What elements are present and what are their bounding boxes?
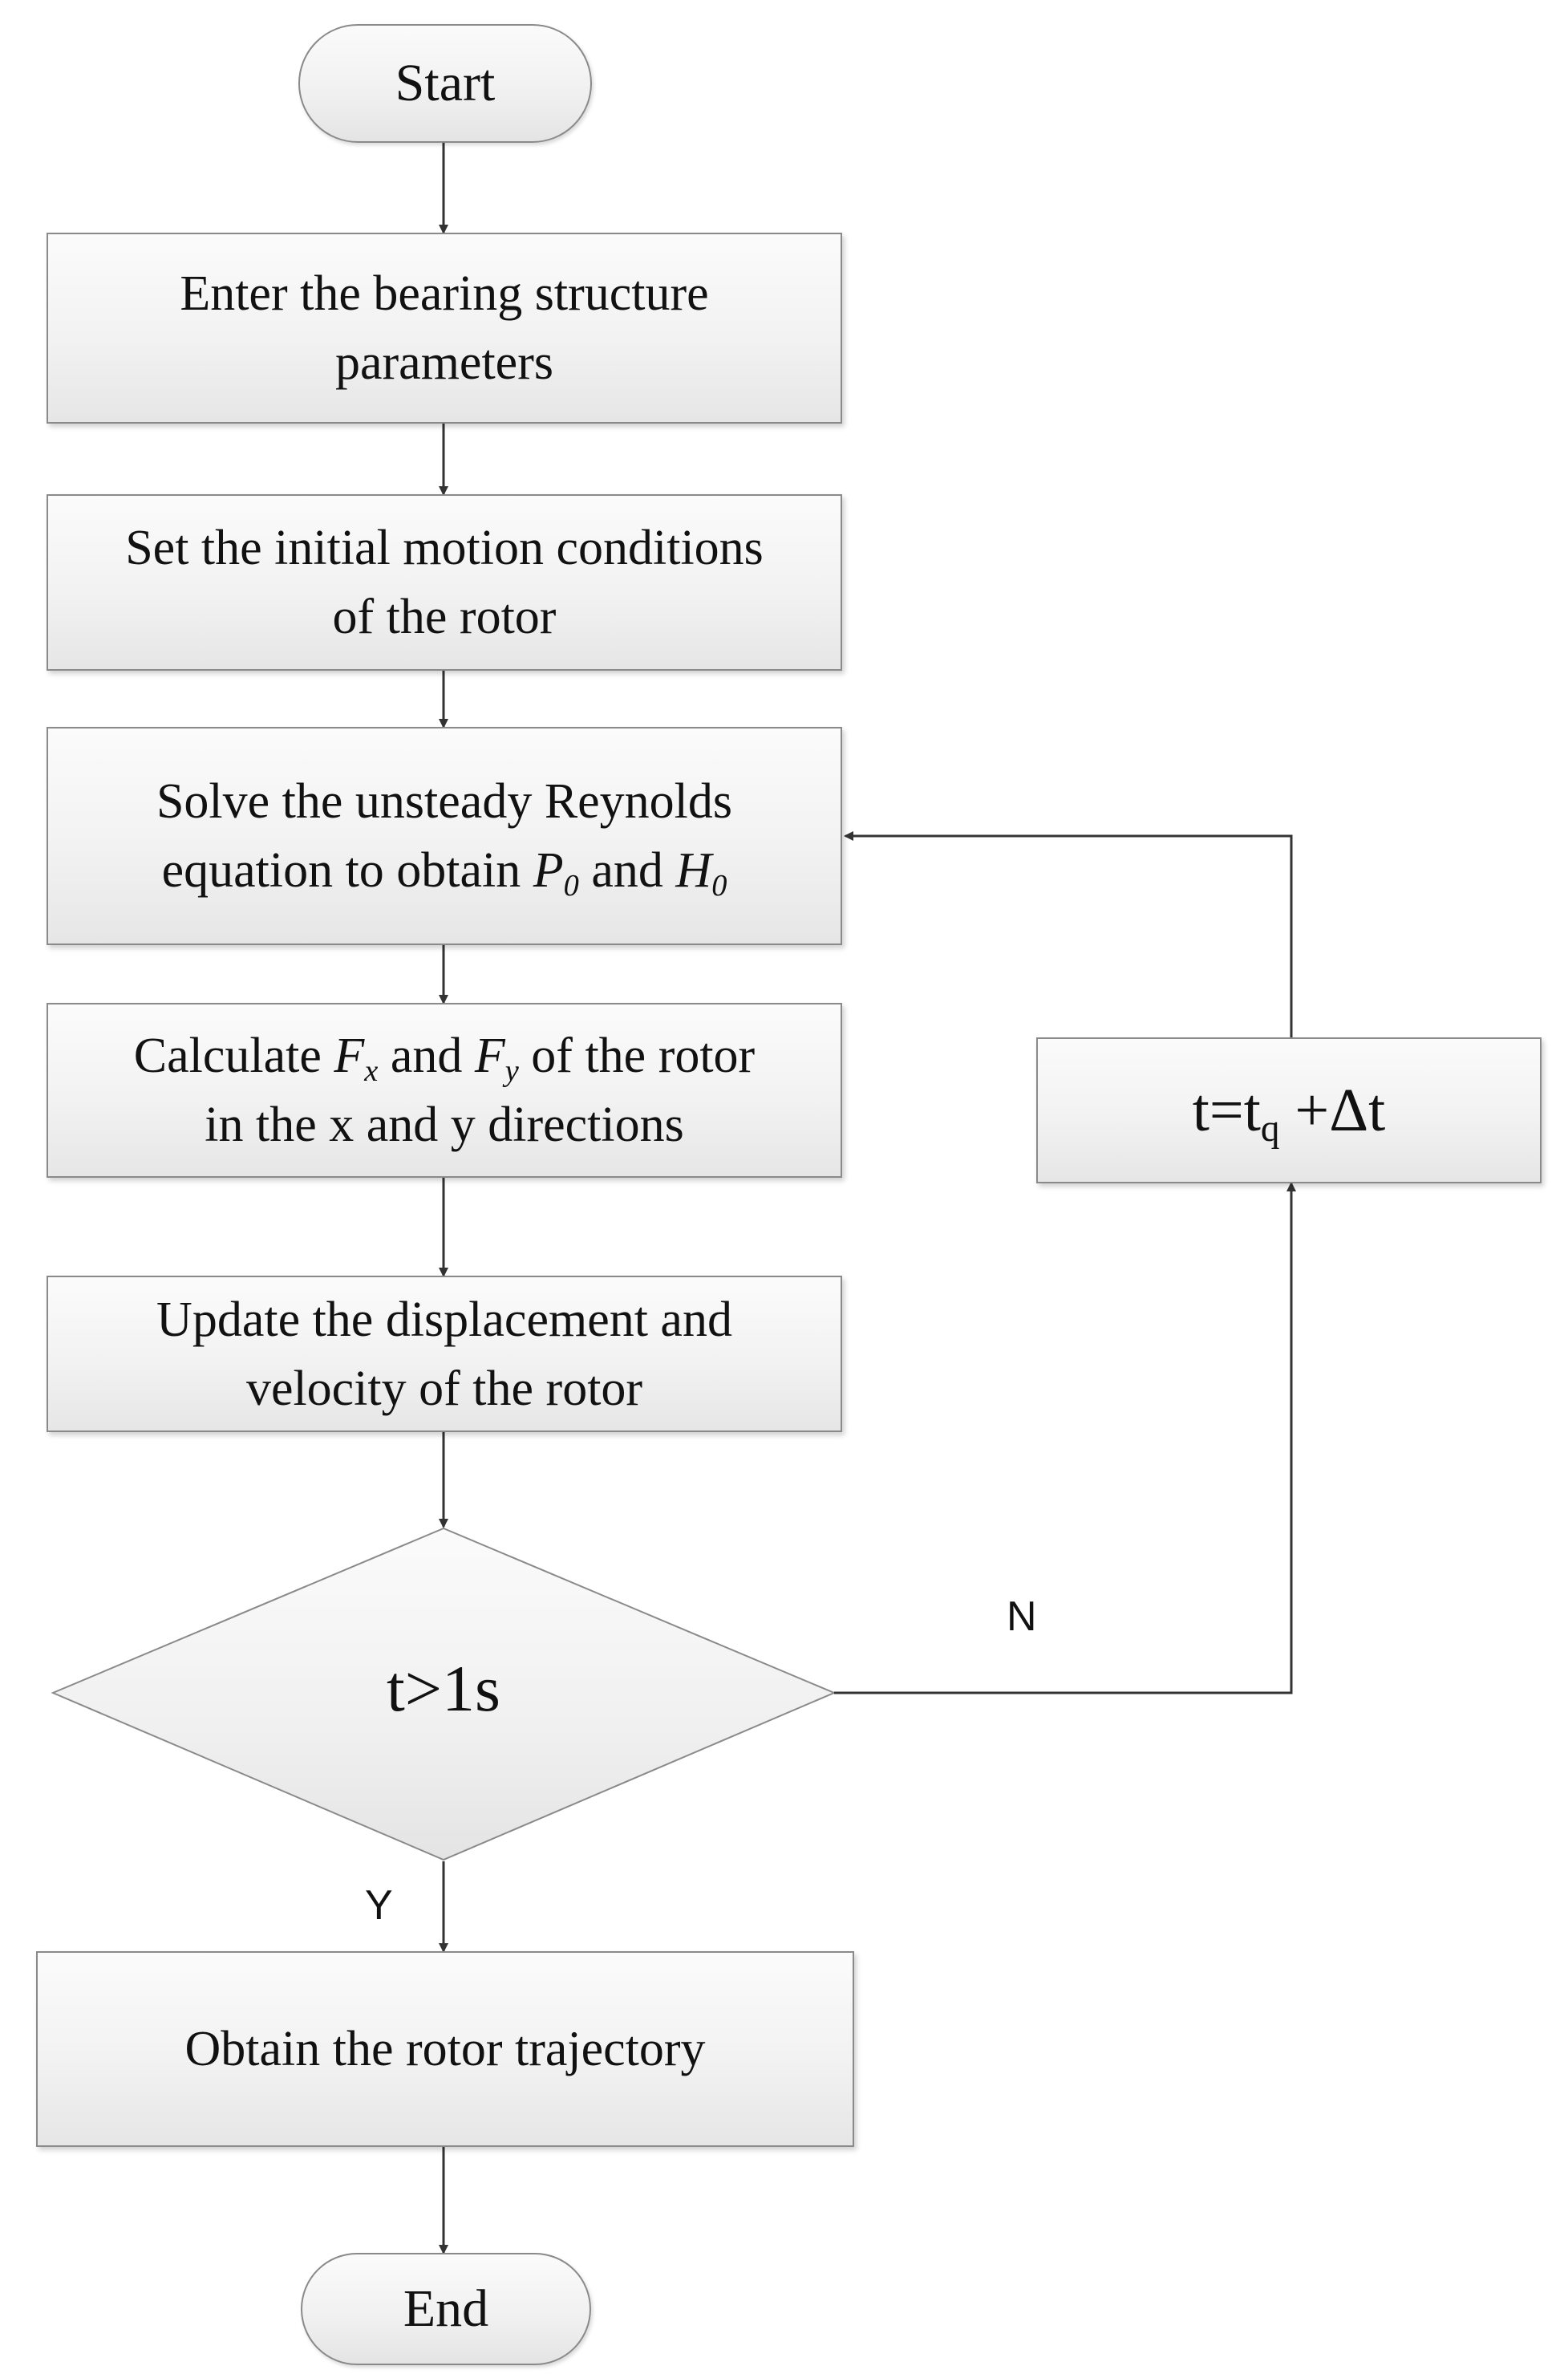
yes-branch-label: Y (365, 1882, 393, 1929)
enter-parameters-step: Enter the bearing structure parameters (47, 233, 842, 424)
time-step-update: t=tq +Δt (1036, 1037, 1542, 1183)
calc-line-1: Calculate Fx and Fy of the rotor (133, 1029, 756, 1088)
decision-diamond (51, 1527, 837, 1861)
time-step-label: t=tq +Δt (1192, 1077, 1386, 1150)
update-rotor-step: Update the displacement and velocity of … (47, 1276, 842, 1432)
start-terminal: Start (298, 24, 592, 143)
start-label: Start (395, 54, 496, 112)
update-line-2: velocity of the rotor (245, 1361, 643, 1416)
calculate-forces-step: Calculate Fx and Fy of the rotor in the … (47, 1003, 842, 1178)
arrow-decision-no-to-step (834, 1182, 1296, 1694)
arrow-step-to-solve (844, 831, 1293, 1037)
enter-line-1: Enter the bearing structure (180, 266, 709, 321)
solve-reynolds-step: Solve the unsteady Reynolds equation to … (47, 727, 842, 945)
enter-line-2: parameters (335, 335, 553, 390)
calc-line-2: in the x and y directions (205, 1098, 684, 1152)
end-terminal: End (301, 2253, 591, 2365)
solve-line-1: Solve the unsteady Reynolds (156, 774, 733, 829)
update-line-1: Update the displacement and (156, 1292, 732, 1347)
end-label: End (403, 2279, 489, 2338)
obtain-trajectory-step: Obtain the rotor trajectory (36, 1951, 854, 2147)
init-line-2: of the rotor (332, 590, 557, 644)
solve-line-2: equation to obtain P0 and H0 (161, 843, 727, 903)
decision-label: t>1s (387, 1652, 500, 1725)
obtain-label: Obtain the rotor trajectory (184, 2022, 706, 2076)
initial-conditions-step: Set the initial motion conditions of the… (47, 494, 842, 671)
init-line-1: Set the initial motion conditions (125, 521, 764, 575)
no-branch-label: N (1007, 1593, 1037, 1640)
